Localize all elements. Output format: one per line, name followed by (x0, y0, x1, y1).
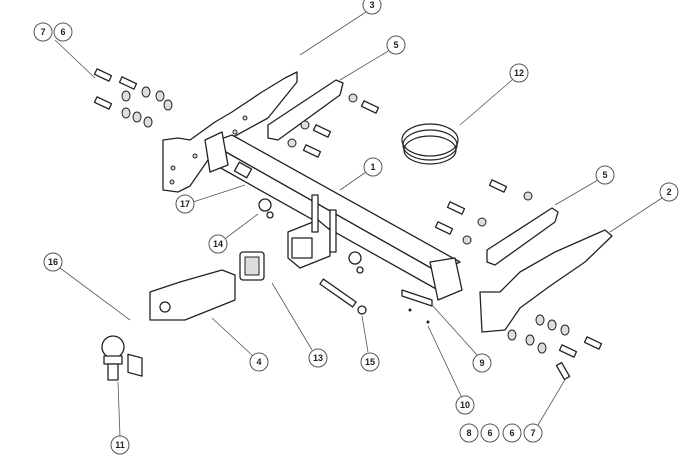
callout-16: 16 (43, 252, 63, 272)
svg-text:6: 6 (509, 428, 514, 438)
callout-7: 7 (33, 22, 53, 42)
callout-5: 5 (386, 35, 406, 55)
spacer-plate-5-top (267, 79, 344, 141)
washer-10 (408, 308, 412, 312)
callout-14: 14 (208, 234, 228, 254)
svg-text:6: 6 (60, 27, 65, 37)
svg-text:6: 6 (487, 428, 492, 438)
svg-text:16: 16 (48, 257, 58, 267)
callout-6: 6 (502, 423, 522, 443)
shackle-14 (258, 198, 274, 219)
svg-text:7: 7 (530, 428, 535, 438)
wiring-coil-12 (401, 123, 459, 165)
callout-3: 3 (362, 0, 382, 15)
callout-2: 2 (659, 182, 679, 202)
side-bracket-3 (162, 71, 298, 193)
spacer-plate-5-right (486, 207, 559, 266)
bracket-9 (401, 289, 433, 307)
fastener-set-right (434, 179, 603, 381)
callout-9: 9 (472, 353, 492, 373)
svg-text:9: 9 (479, 358, 484, 368)
callout-17: 17 (175, 194, 195, 214)
tow-ball-11 (101, 335, 125, 381)
callout-11: 11 (110, 435, 130, 455)
leader-lines (54, 11, 663, 438)
hitch-pin-15 (319, 278, 367, 315)
callout-1: 1 (363, 157, 383, 177)
fastener-set-mid (287, 93, 380, 158)
svg-text:3: 3 (369, 0, 374, 10)
svg-text:15: 15 (365, 357, 375, 367)
side-bracket-2 (479, 229, 613, 333)
svg-text:2: 2 (666, 187, 671, 197)
callout-12: 12 (509, 63, 529, 83)
svg-text:8: 8 (466, 428, 471, 438)
callout-6: 6 (480, 423, 500, 443)
callout-10: 10 (455, 395, 475, 415)
shackle-14b (348, 251, 364, 274)
callout-8: 8 (459, 423, 479, 443)
main-crossbeam-1 (204, 131, 463, 301)
receiver-cover-13 (239, 251, 265, 281)
svg-text:5: 5 (602, 170, 607, 180)
svg-text:17: 17 (180, 199, 190, 209)
callout-6: 6 (53, 22, 73, 42)
callout-15: 15 (360, 352, 380, 372)
svg-text:14: 14 (213, 239, 223, 249)
callout-7: 7 (523, 423, 543, 443)
svg-text:10: 10 (460, 400, 470, 410)
callout-5: 5 (595, 165, 615, 185)
bracket-holes (169, 115, 248, 185)
svg-text:11: 11 (115, 440, 125, 450)
svg-text:4: 4 (256, 357, 261, 367)
fastener-set-left (93, 68, 173, 128)
svg-text:1: 1 (370, 162, 375, 172)
svg-text:12: 12 (514, 68, 524, 78)
label-plate-16 (127, 353, 143, 377)
svg-text:13: 13 (313, 353, 323, 363)
receiver-tube (287, 194, 337, 269)
svg-text:7: 7 (40, 27, 45, 37)
callout-13: 13 (308, 348, 328, 368)
nut-10 (426, 320, 430, 324)
callout-4: 4 (249, 352, 269, 372)
ball-mount-4 (149, 269, 236, 321)
svg-text:5: 5 (393, 40, 398, 50)
